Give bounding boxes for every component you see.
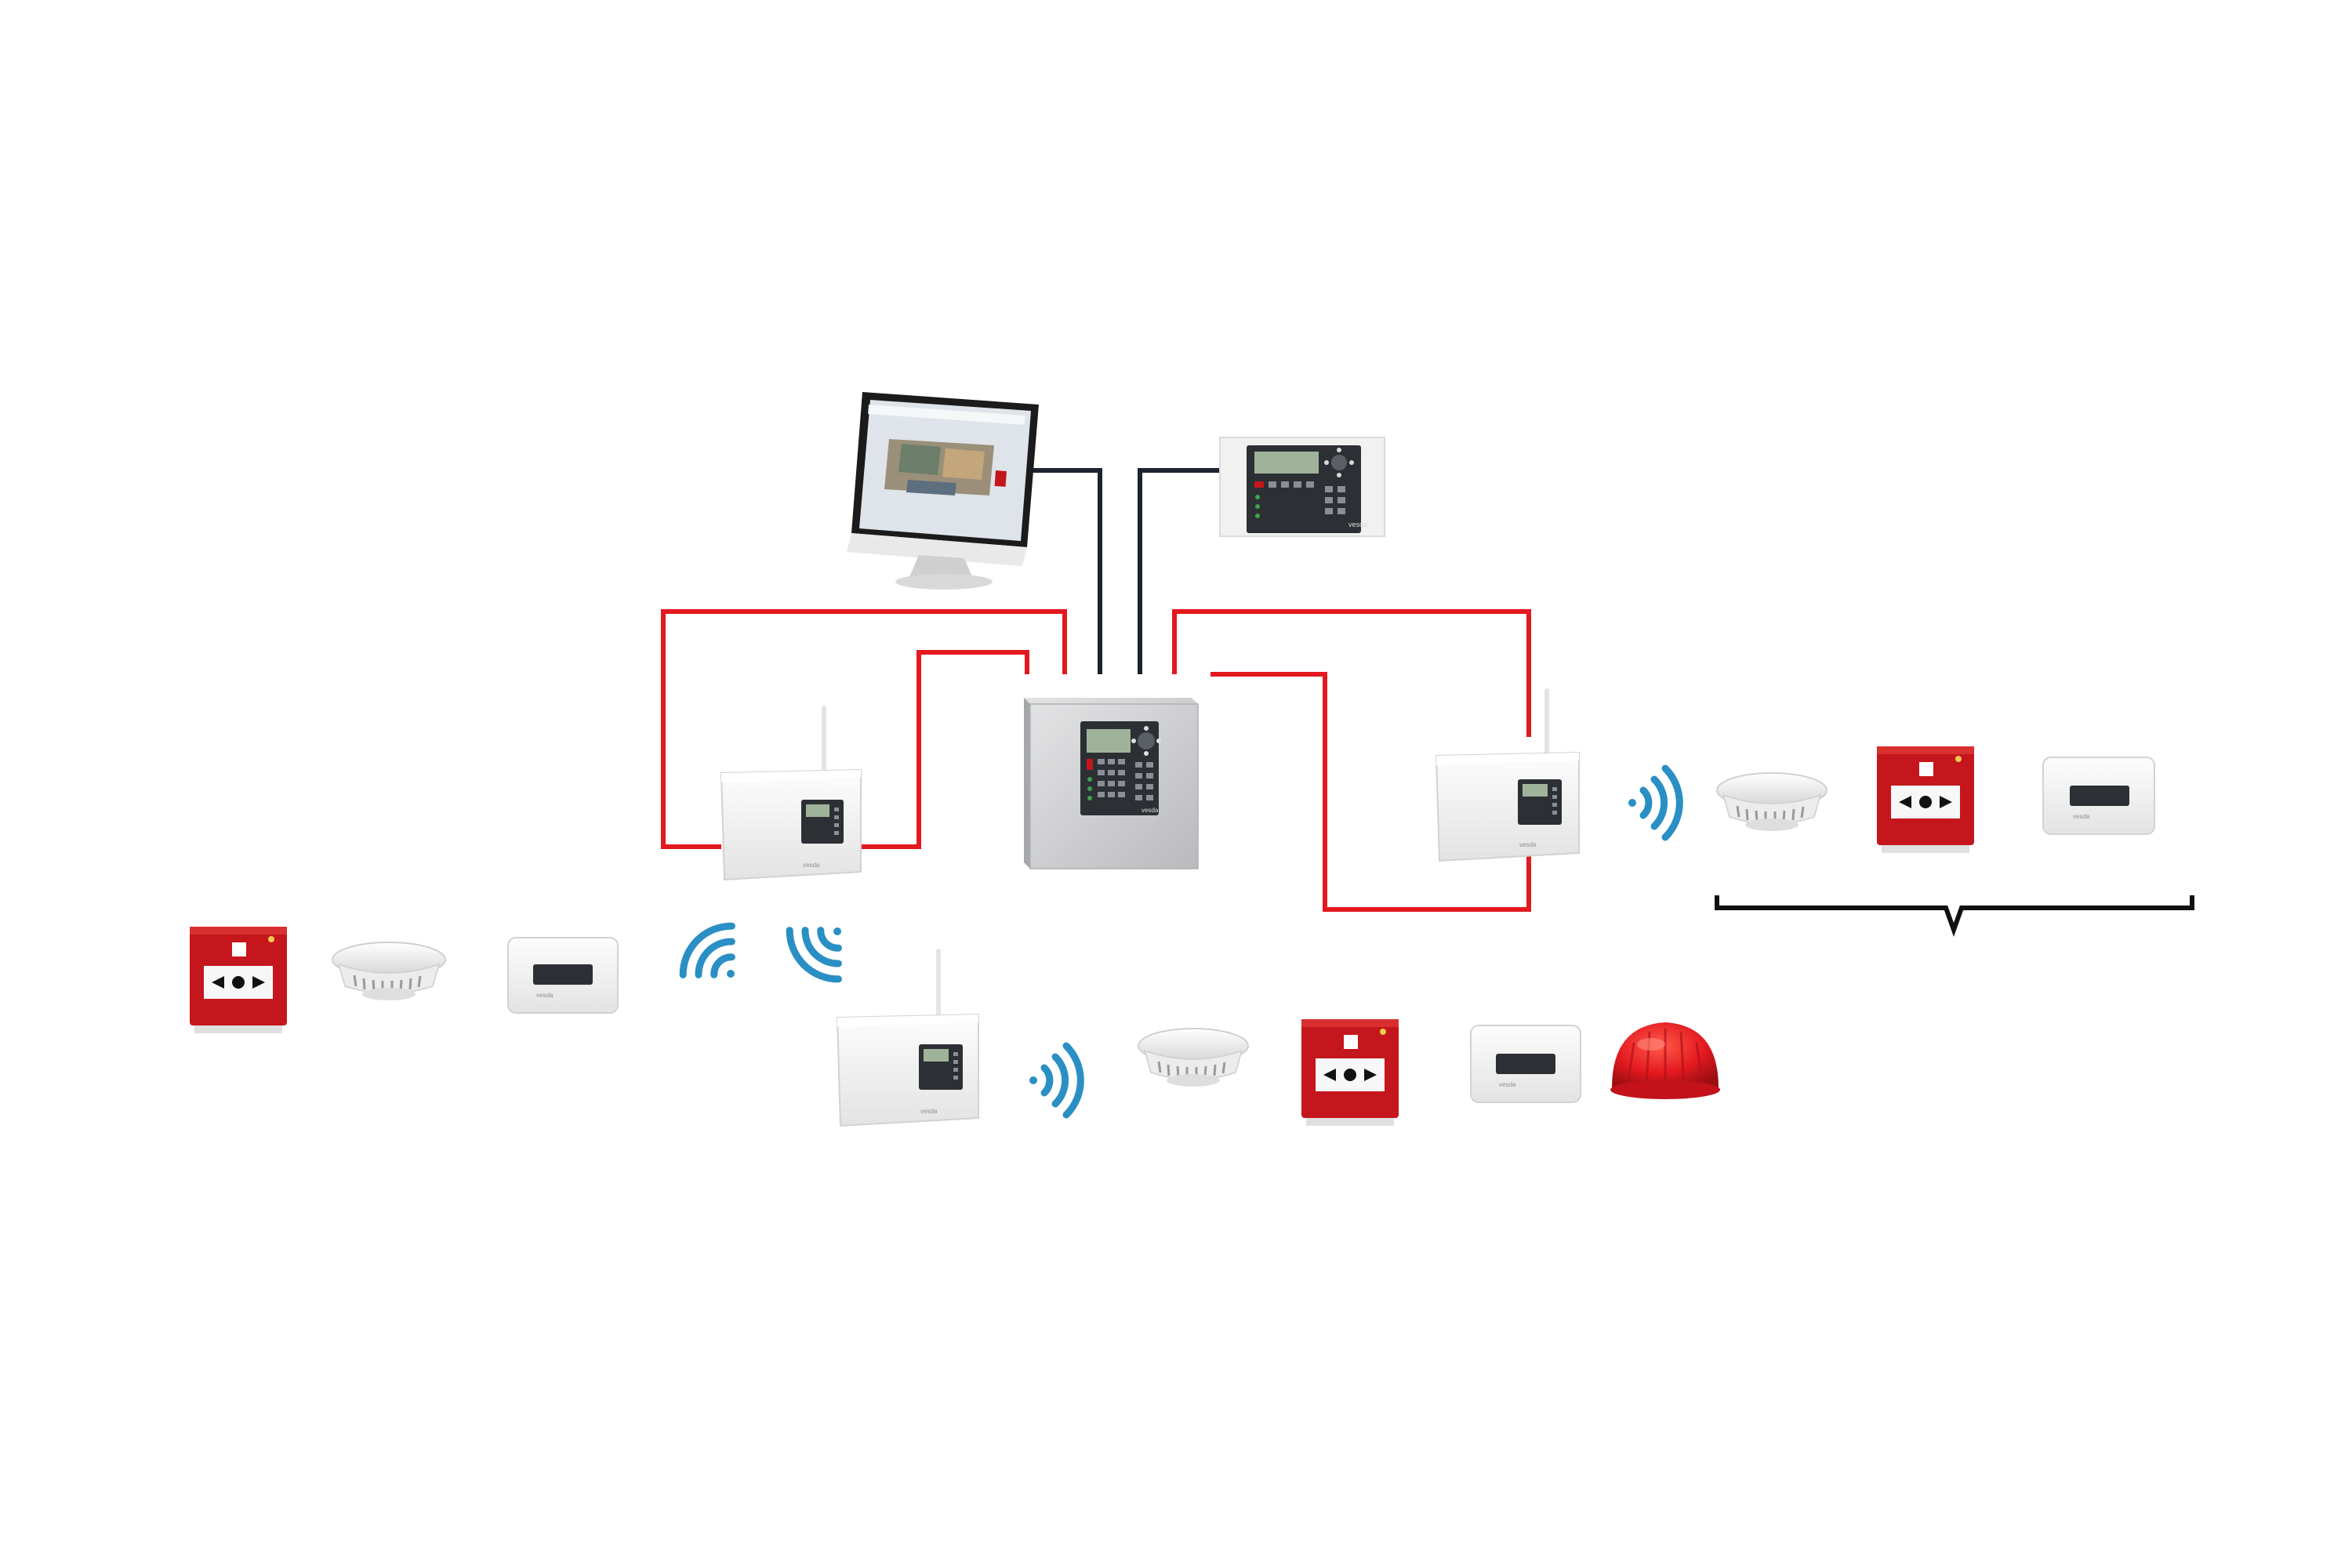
translator-bottom: vesda [836,949,979,1127]
control-panel-logo: vesda [1142,807,1159,814]
smoke-detector-icon [332,942,446,1000]
translator-right: vesda [1435,688,1580,862]
loop-wire-left-outer [661,609,1067,849]
io-module-icon: vesda [2042,757,2155,835]
wireless-signal-icon [786,927,842,983]
repeater-panel-icon: vesda [1219,437,1385,537]
smoke-detector-icon [1716,772,1828,831]
translator-right-logo: vesda [1519,841,1537,848]
loop-wiring [661,609,1531,912]
radio-translator-icon: vesda [836,949,979,1127]
io-module-logo: vesda [1499,1081,1516,1088]
wireless-signal-icon [679,922,735,978]
wireless-signal-icon [1628,764,1683,841]
translator-left: vesda [720,706,862,881]
io-module-logo: vesda [2073,813,2090,820]
smoke-detector-icon [1138,1028,1249,1087]
network-wiring [1029,468,1220,674]
group-bracket [1715,895,2194,937]
loop-wire-right-inner [1210,672,1531,912]
loop-wire-left-inner [859,650,1029,849]
network-wire-monitor [1029,468,1102,674]
io-module-logo: vesda [536,992,554,999]
repeater-logo: vesda [1348,521,1367,528]
wireless-signal-icon [1029,1042,1084,1119]
radio-translator-icon: vesda [1435,688,1580,862]
device-group-left: vesda [190,927,619,1033]
device-group-bottom: vesda [1138,1019,1720,1126]
translator-left-logo: vesda [803,862,820,869]
sounder-beacon-icon [1610,1022,1720,1099]
device-group-right: vesda [1715,746,2194,937]
manual-call-point-icon [190,927,287,1033]
io-module-icon: vesda [507,937,619,1014]
computer-monitor-icon [847,392,1039,590]
fire-control-panel-icon: vesda [1024,698,1199,869]
translator-bottom-logo: vesda [920,1108,938,1115]
io-module-icon: vesda [1470,1025,1581,1103]
manual-call-point-icon [1301,1019,1399,1126]
radio-translator-icon: vesda [720,706,862,881]
network-wire-repeater [1138,468,1220,674]
loop-wire-right-outer [1172,609,1531,737]
manual-call-point-icon [1877,746,1974,853]
